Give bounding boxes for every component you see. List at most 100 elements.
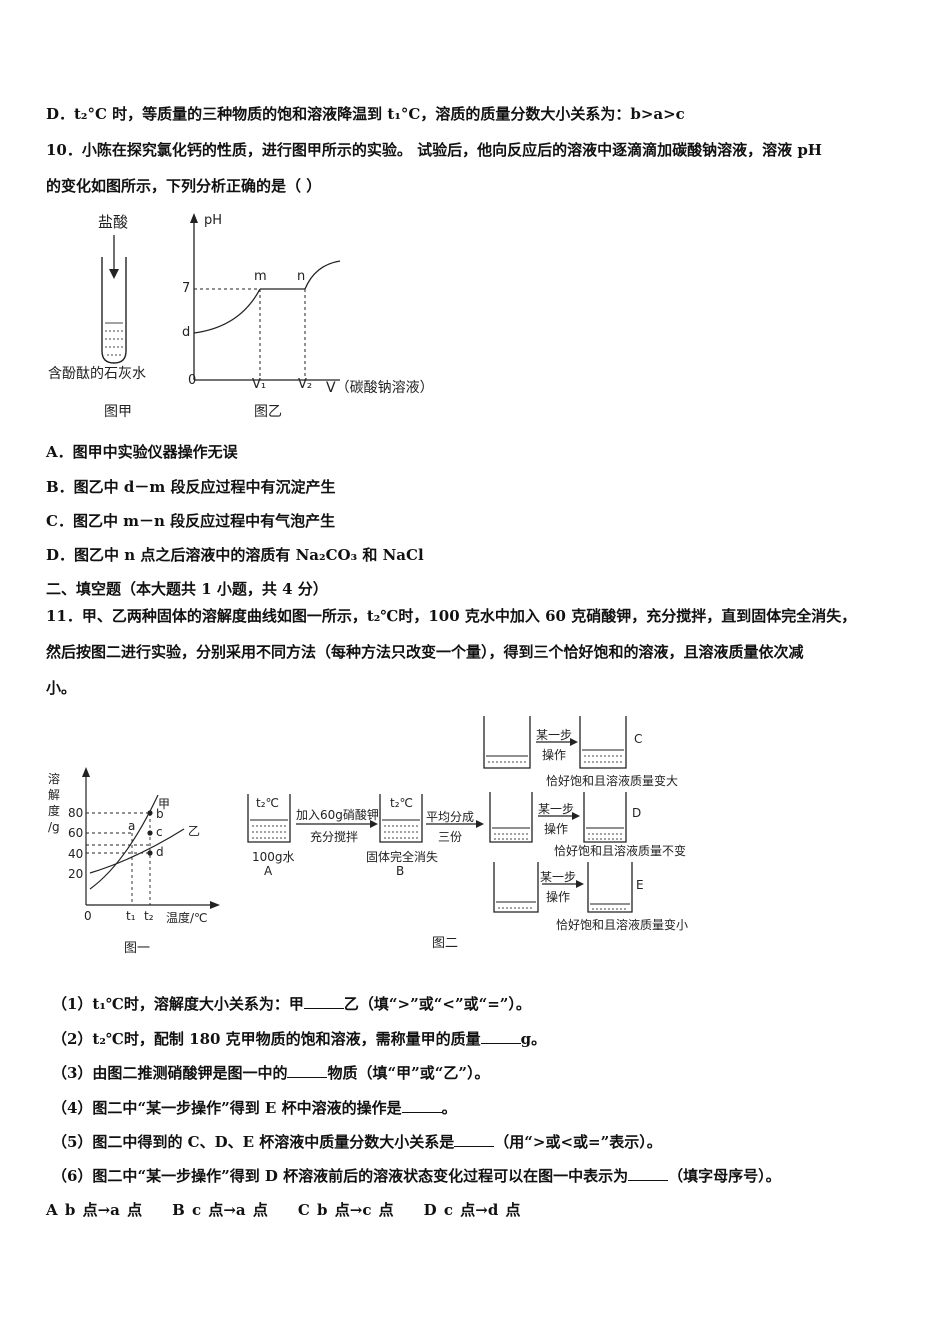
sub-question-text: （1）t₁℃时，溶解度大小关系为：甲: [52, 995, 304, 1013]
answer-blank[interactable]: [401, 1098, 442, 1113]
y-label-char: /g: [48, 820, 60, 834]
y-tick: 80: [68, 806, 84, 820]
point-b-label: b: [156, 807, 164, 821]
y-tick: 20: [68, 867, 84, 881]
note-c: 恰好饱和且溶液质量变大: [546, 774, 679, 788]
y-tick: 40: [68, 847, 84, 861]
point-a-label: a: [128, 819, 136, 833]
arrow2-bottom-label: 三份: [438, 830, 463, 844]
sub-question-text: （填字母序号）。: [668, 1167, 781, 1185]
beaker-a-temp: t₂℃: [256, 796, 279, 810]
answer-blank[interactable]: [454, 1132, 495, 1147]
sub-question-3: （3）由图二推测硝酸钾是图一中的 物质（填“甲”或“乙”）。: [52, 1062, 489, 1083]
caption-figure-two: 图二: [432, 936, 459, 951]
x-tick-v2: V₂: [298, 377, 313, 392]
x-axis-label-temp: 温度/℃: [166, 911, 208, 925]
op-d-top: 某一步: [538, 802, 575, 816]
note-e: 恰好饱和且溶液质量变小: [556, 918, 689, 932]
choice-b[interactable]: B c 点→a 点: [172, 1201, 268, 1219]
test-tube-diagram: [101, 235, 127, 364]
point-d-label: d: [182, 325, 191, 340]
q11-stem-line3: 小。: [46, 679, 77, 697]
op-d-bottom: 操作: [544, 822, 569, 836]
answer-blank[interactable]: [303, 994, 344, 1009]
sub-question-text: 物质（填“甲”或“乙”）。: [327, 1064, 490, 1082]
choice-a[interactable]: A b 点→a 点: [46, 1201, 143, 1219]
y-tick-7: 7: [182, 281, 191, 296]
label-limewater: 含酚酞的石灰水: [48, 366, 146, 382]
y-label-char: 度: [48, 804, 61, 818]
beaker-e-letter: E: [636, 878, 644, 892]
beaker-b-temp: t₂℃: [390, 796, 413, 810]
q10-option-d: D．图乙中 n 点之后溶液中的溶质有 Na₂CO₃ 和 NaCl: [46, 546, 424, 564]
sub-question-text: g。: [520, 1030, 547, 1048]
sub-question-text: （6）图二中“某一步操作”得到 D 杯溶液前后的溶液状态变化过程可以在图一中表示…: [52, 1167, 629, 1185]
figure-one: 溶 解 度 /g 80 60 40 20 0 t₁ t₂ 温度/℃ 甲 乙 a …: [46, 765, 226, 960]
beaker-b-dissolved: 固体完全消失: [366, 850, 439, 864]
beaker-a-water: 100g水: [252, 850, 295, 864]
caption-jia: 图甲: [104, 404, 132, 420]
y-axis-label-ph: pH: [204, 213, 223, 228]
figure-yi: pH 7 d m n 0 V₁ V₂ V（碳酸钠溶液） 图乙: [180, 205, 480, 425]
note-d: 恰好饱和且溶液质量不变: [554, 844, 687, 858]
sub-question-1: （1）t₁℃时，溶解度大小关系为：甲 乙（填“>”或“<”或“=”）。: [52, 993, 531, 1014]
point-d-label: d: [156, 845, 164, 859]
figure-two: t₂℃ 100g水 A 加入60g硝酸钾 充分搅拌 t₂℃ 固体完全消失 B 平…: [240, 712, 720, 952]
op-e-bottom: 操作: [546, 890, 571, 904]
origin-label: 0: [188, 373, 197, 388]
sub-question-text: （4）图二中“某一步操作”得到 E 杯中溶液的操作是: [52, 1099, 402, 1117]
solubility-curve-diagram: [82, 767, 220, 909]
beaker-a-letter: A: [264, 864, 273, 878]
op-e-top: 某一步: [540, 870, 577, 884]
q11-stem-line1: 11．甲、乙两种固体的溶解度曲线如图一所示，t₂℃时，100 克水中加入 60 …: [46, 607, 857, 625]
arrow1-top-label: 加入60g硝酸钾: [296, 808, 379, 822]
figure-jia: 盐酸 含酚酞的石灰水 图甲: [46, 205, 176, 425]
sub-question-5: （5）图二中得到的 C、D、E 杯溶液中质量分数大小关系是 （用“>或<或=”表示…: [52, 1131, 662, 1152]
choice-c[interactable]: C b 点→c 点: [297, 1201, 394, 1219]
y-label-char: 解: [48, 788, 61, 802]
q10-option-b: B．图乙中 d－m 段反应过程中有沉淀产生: [46, 478, 336, 496]
answer-blank[interactable]: [287, 1063, 328, 1078]
point-m-label: m: [254, 269, 267, 284]
origin-label: 0: [84, 909, 92, 923]
answer-blank[interactable]: [628, 1166, 669, 1181]
sub-question-6: （6）图二中“某一步操作”得到 D 杯溶液前后的溶液状态变化过程可以在图一中表示…: [52, 1165, 781, 1186]
section-heading: 二、填空题（本大题共 1 小题，共 4 分）: [46, 580, 328, 598]
x-tick-t1: t₁: [126, 909, 136, 923]
sub-question-2: （2）t₂℃时，配制 180 克甲物质的饱和溶液，需称量甲的质量 g。: [52, 1028, 546, 1049]
beaker-flow-diagram: [247, 716, 633, 913]
choices-row: A b 点→a 点 B c 点→a 点 C b 点→c 点 D c 点→d 点: [46, 1199, 521, 1220]
beaker-b-letter: B: [396, 864, 405, 878]
sub-question-text: （5）图二中得到的 C、D、E 杯溶液中质量分数大小关系是: [52, 1133, 455, 1151]
arrow2-top-label: 平均分成: [426, 810, 475, 824]
q9-option-d: D．t₂°C 时，等质量的三种物质的饱和溶液降温到 t₁°C，溶质的质量分数大小…: [46, 105, 685, 123]
op-c-top: 某一步: [536, 728, 573, 742]
q10-option-c: C．图乙中 m－n 段反应过程中有气泡产生: [46, 512, 336, 530]
sub-question-text: （3）由图二推测硝酸钾是图一中的: [52, 1064, 288, 1082]
caption-figure-one: 图一: [124, 941, 151, 956]
beaker-c-letter: C: [634, 732, 643, 746]
op-c-bottom: 操作: [542, 748, 567, 762]
y-label-char: 溶: [48, 772, 61, 786]
sub-question-text: （2）t₂℃时，配制 180 克甲物质的饱和溶液，需称量甲的质量: [52, 1030, 481, 1048]
q10-option-a: A．图甲中实验仪器操作无误: [46, 443, 238, 461]
sub-question-text: 乙（填“>”或“<”或“=”）。: [343, 995, 531, 1013]
q10-stem-line1: 10．小陈在探究氯化钙的性质，进行图甲所示的实验。 试验后，他向反应后的溶液中逐…: [46, 141, 822, 159]
arrow1-bottom-label: 充分搅拌: [310, 830, 359, 844]
y-axis-label-solubility: 溶 解 度 /g: [48, 771, 60, 835]
sub-question-text: 。: [441, 1099, 457, 1117]
x-tick-v1: V₁: [252, 377, 267, 392]
answer-blank[interactable]: [480, 1029, 521, 1044]
q11-stem-line2: 然后按图二进行实验，分别采用不同方法（每种方法只改变一个量），得到三个恰好饱和的…: [46, 643, 804, 661]
x-axis-label: V（碳酸钠溶液）: [326, 380, 434, 396]
curve-label-yi: 乙: [188, 824, 201, 838]
caption-yi: 图乙: [254, 404, 282, 420]
y-tick: 60: [68, 826, 84, 840]
sub-question-text: （用“>或<或=”表示）。: [494, 1133, 662, 1151]
choice-d[interactable]: D c 点→d 点: [423, 1201, 521, 1219]
beaker-d-letter: D: [632, 806, 642, 820]
sub-question-4: （4）图二中“某一步操作”得到 E 杯中溶液的操作是 。: [52, 1097, 457, 1118]
q10-stem-line2: 的变化如图所示，下列分析正确的是（ ）: [46, 177, 322, 195]
ph-curve-diagram: [190, 213, 341, 381]
point-n-label: n: [297, 269, 306, 284]
